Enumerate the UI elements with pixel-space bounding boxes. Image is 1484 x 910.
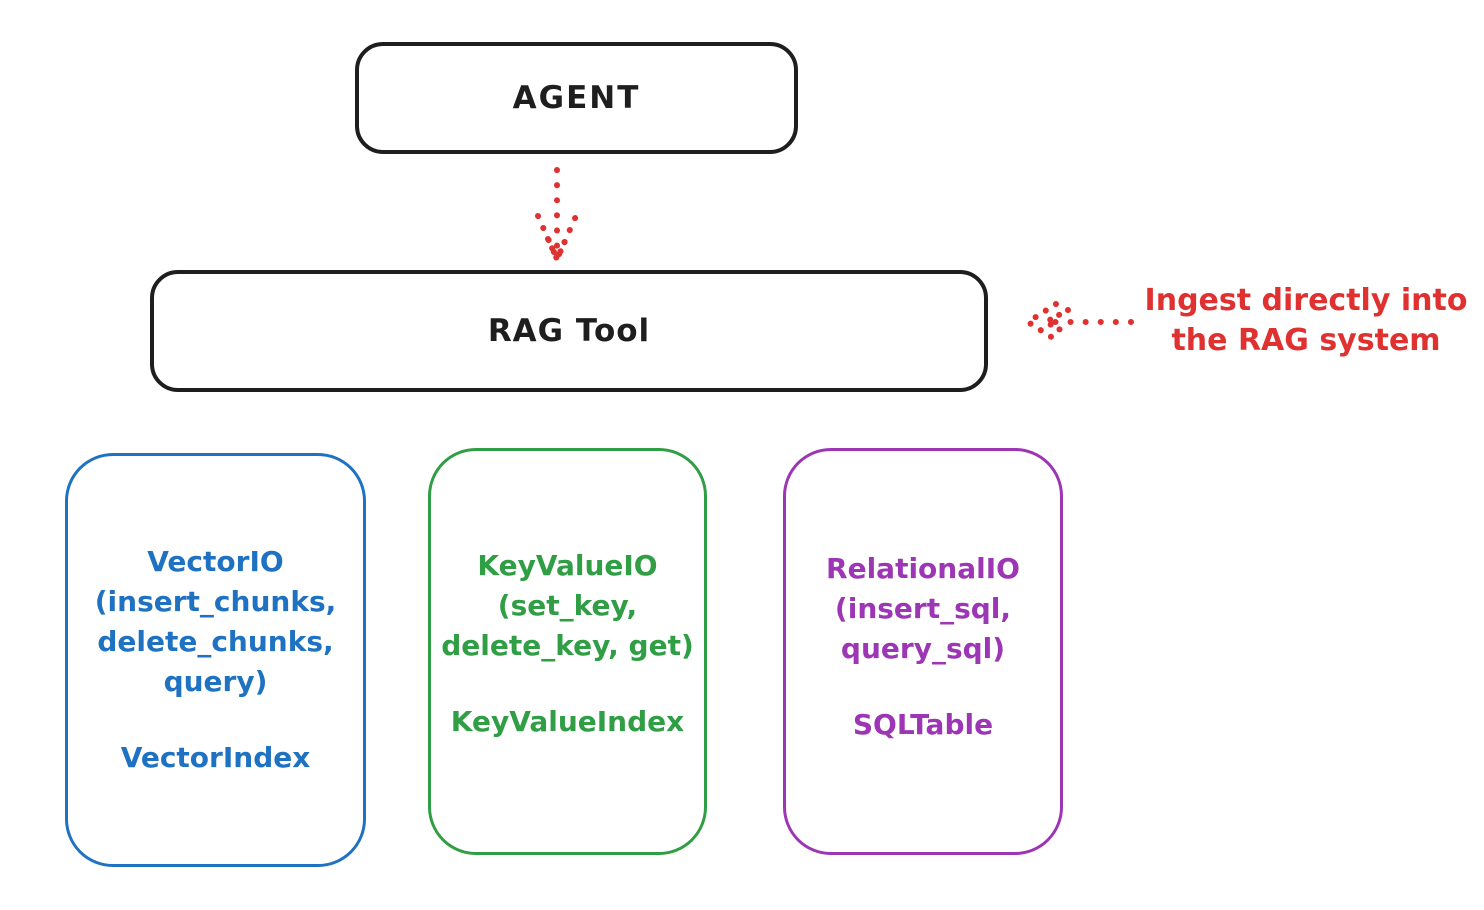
text-line: delete_key, get) (441, 628, 694, 662)
text-line: query) (163, 665, 268, 698)
annotation-line: Ingest directly into (1144, 283, 1468, 318)
key-value-io-text: KeyValueIO (set_key, delete_key, get) Ke… (441, 546, 694, 742)
text-line: query_sql) (840, 631, 1006, 665)
arrow-head-inner (545, 236, 569, 267)
arrow-head (1022, 301, 1059, 343)
ingest-arrow (1022, 301, 1134, 343)
arrow-head (535, 213, 579, 267)
annotation-line: the RAG system (1171, 323, 1441, 358)
vector-index-label: VectorIndex (120, 741, 311, 774)
agent-to-rag-arrow (535, 167, 579, 267)
agent-node: AGENT (355, 42, 798, 154)
rag-tool-node: RAG Tool (150, 270, 988, 392)
sql-table-label: SQLTable (852, 707, 994, 741)
vector-io-text: VectorIO (insert_chunks, delete_chunks, … (95, 542, 337, 778)
vector-io-node: VectorIO (insert_chunks, delete_chunks, … (65, 453, 366, 867)
key-value-io-node: KeyValueIO (set_key, delete_key, get) Ke… (428, 448, 707, 855)
text-line: RelationalIO (826, 551, 1020, 585)
text-line: delete_chunks, (97, 625, 334, 658)
key-value-index-label: KeyValueIndex (450, 704, 685, 738)
agent-label: AGENT (512, 80, 641, 116)
relational-io-node: RelationalIO (insert_sql, query_sql) SQL… (783, 448, 1063, 855)
relational-io-text: RelationalIO (insert_sql, query_sql) SQL… (826, 549, 1020, 745)
text-line: (insert_sql, (834, 591, 1012, 625)
text-line: VectorIO (147, 545, 284, 578)
arrow-head-inner (1039, 307, 1071, 337)
text-line: (set_key, (497, 588, 638, 622)
text-line: (insert_chunks, (94, 585, 337, 618)
ingest-annotation: Ingest directly into the RAG system (1138, 281, 1474, 361)
rag-tool-label: RAG Tool (487, 313, 651, 349)
text-line: KeyValueIO (477, 548, 658, 582)
